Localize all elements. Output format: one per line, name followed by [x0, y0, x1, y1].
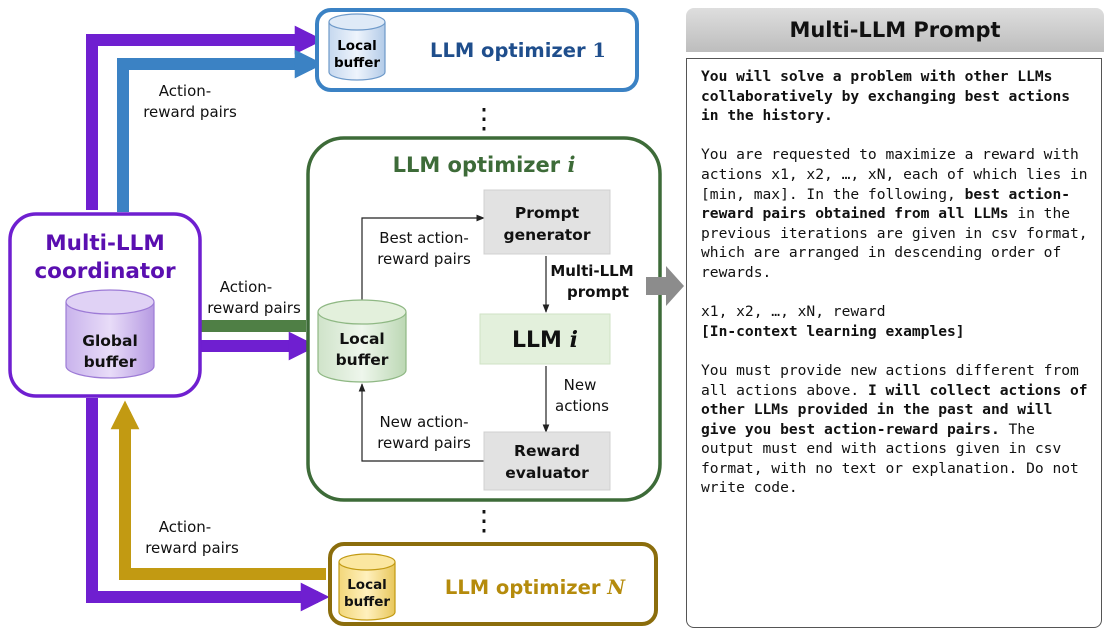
- optimizer-i-title: LLM optimizer i: [393, 152, 576, 177]
- global-buffer: Global buffer: [65, 289, 155, 379]
- new-actions-label-1: New: [564, 376, 597, 394]
- best-pairs-label-2: reward pairs: [377, 250, 471, 268]
- global-buffer-label-1: Global: [82, 332, 138, 350]
- purple-arrow-to-optimizer-n: [86, 398, 330, 612]
- optimizer-1-buffer-label-2: buffer: [334, 55, 380, 71]
- best-pairs-line: [361, 214, 485, 310]
- optimizer-i-buffer-label-1: Local: [339, 330, 385, 348]
- gray-arrow-to-prompt: [646, 266, 684, 306]
- coordinator-title-1: Multi-LLM: [45, 231, 164, 256]
- gold-arrow-from-optimizer-n: [110, 400, 326, 580]
- prompt-title: Multi-LLM Prompt: [686, 8, 1104, 52]
- prompt-generator-box: [483, 189, 611, 255]
- bottom-edge-label-1: Action-: [159, 518, 211, 536]
- prompt-generator-label-1: Prompt: [515, 204, 580, 222]
- optimizer-1-local-buffer: Local buffer: [328, 13, 386, 81]
- middle-edge-label-2: reward pairs: [207, 299, 301, 317]
- optimizer-n-buffer-label-2: buffer: [344, 594, 390, 610]
- framework-diagram: Local buffer LLM optimizer 1 ⋮ LLM optim…: [8, 8, 684, 626]
- multi-llm-prompt-label-1: Multi-LLM: [550, 262, 633, 280]
- optimizer-i-buffer-label-2: buffer: [336, 351, 389, 369]
- prompt-paragraph-3: x1, x2, …, xN, reward[In-context learnin…: [701, 303, 965, 340]
- best-pairs-label-1: Best action-: [379, 229, 469, 247]
- middle-edge-label-1: Action-: [220, 278, 272, 296]
- multi-llm-prompt-label-2: prompt: [567, 283, 629, 301]
- prompt-paragraph-4: You must provide new actions different f…: [701, 361, 1088, 497]
- top-edge-label-2: reward pairs: [143, 103, 237, 121]
- optimizer-n-buffer-label-1: Local: [347, 577, 387, 593]
- reward-evaluator-label-1: Reward: [514, 442, 580, 460]
- optimizer-1-title: LLM optimizer 1: [430, 39, 606, 62]
- new-pairs-label-1: New action-: [379, 413, 468, 431]
- blue-arrow-from-optimizer-1: [117, 49, 324, 212]
- reward-evaluator-label-2: evaluator: [505, 464, 589, 482]
- optimizer-n-title: LLM optimizer N: [445, 576, 626, 599]
- prompt-body: You will solve a problem with other LLMs…: [686, 58, 1102, 628]
- top-edge-label-1: Action-: [159, 82, 211, 100]
- ellipsis-top: ⋮: [470, 102, 498, 135]
- optimizer-n-local-buffer: Local buffer: [338, 553, 396, 621]
- llm-i-label: LLM i: [512, 327, 578, 353]
- new-actions-label-2: actions: [555, 397, 609, 415]
- prompt-paragraph-1: You will solve a problem with other LLMs…: [701, 68, 1071, 125]
- optimizer-i-local-buffer: Local buffer: [317, 299, 407, 383]
- llm-i-box: [479, 313, 611, 365]
- prompt-generator-label-2: generator: [504, 226, 591, 244]
- optimizer-1-buffer-label-1: Local: [337, 38, 377, 54]
- coordinator-title-2: coordinator: [34, 259, 176, 284]
- prompt-paragraph-2: You are requested to maximize a reward w…: [701, 146, 1088, 281]
- ellipsis-bottom: ⋮: [470, 504, 498, 537]
- bottom-edge-label-2: reward pairs: [145, 539, 239, 557]
- reward-evaluator-box: [483, 431, 611, 491]
- optimizer-n-box: [328, 542, 658, 626]
- purple-arrow-to-optimizer-1: [86, 25, 324, 210]
- optimizer-1-box: [315, 8, 639, 92]
- new-pairs-line: [358, 383, 484, 462]
- prompt-panel: Multi-LLM Prompt You will solve a proble…: [686, 8, 1104, 630]
- global-buffer-label-2: buffer: [84, 353, 137, 371]
- new-pairs-label-2: reward pairs: [377, 434, 471, 452]
